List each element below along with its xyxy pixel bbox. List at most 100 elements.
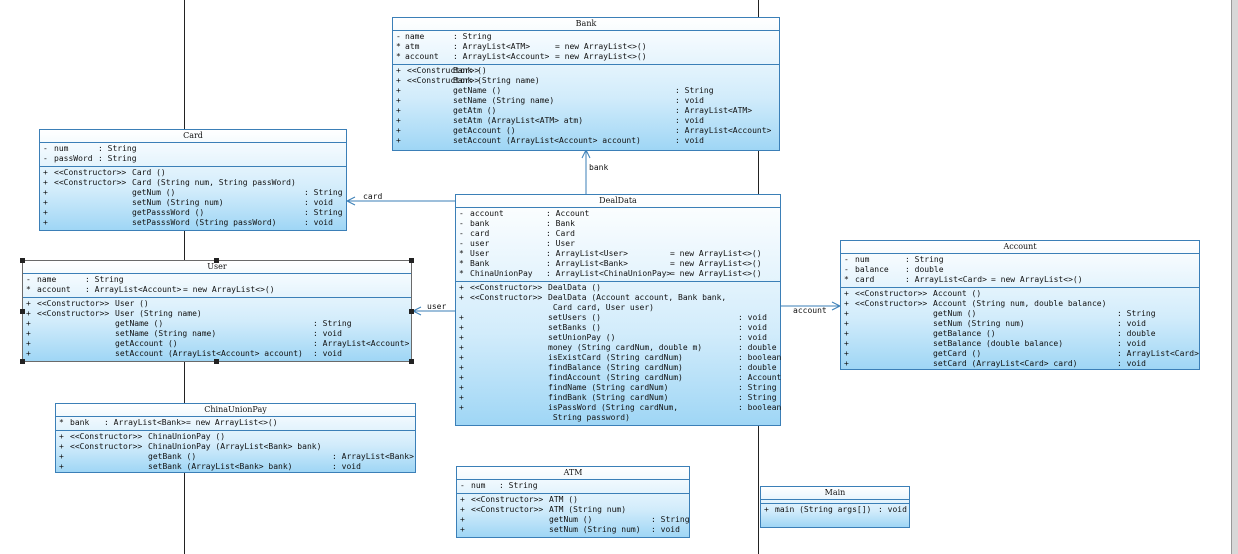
operation-row[interactable]: +setName (String name): void <box>23 329 411 339</box>
attribute-row[interactable]: -name: String <box>23 275 411 285</box>
selection-handle-ml[interactable] <box>20 309 25 314</box>
operation-row[interactable]: +setAccount (ArrayList<Account> account)… <box>23 349 411 359</box>
operation-row[interactable]: +getBank (): ArrayList<Bank> <box>56 452 415 462</box>
attribute-row[interactable]: -num: String <box>841 255 1199 265</box>
operation-row[interactable]: +<<Constructor>>DealData (Account accoun… <box>456 293 780 303</box>
attribute-row[interactable]: *account: ArrayList<Account>= new ArrayL… <box>23 285 411 295</box>
attribute-row[interactable]: -bank: Bank <box>456 219 780 229</box>
class-atm[interactable]: ATM-num: String+<<Constructor>>ATM ()+<<… <box>456 466 690 538</box>
operation-row[interactable]: +<<Constructor>>Card (String num, String… <box>40 178 346 188</box>
class-account[interactable]: Account-num: String-balance: double*card… <box>840 240 1200 370</box>
attribute-row[interactable]: -num: String <box>40 144 346 154</box>
operation-row[interactable]: +getBalance (): double <box>841 329 1199 339</box>
attribute-row[interactable]: -balance: double <box>841 265 1199 275</box>
operation-row[interactable]: +findBalance (String cardNum): double <box>456 363 780 373</box>
selection-handle-mr[interactable] <box>409 309 414 314</box>
operation-row[interactable]: +setNum (String num): void <box>457 525 689 535</box>
attribute-row[interactable]: -num: String <box>457 481 689 491</box>
operation-row[interactable]: +<<Constructor>>Card () <box>40 168 346 178</box>
selection-handle-br[interactable] <box>409 359 414 364</box>
attribute-row[interactable]: *card: ArrayList<Card>= new ArrayList<>(… <box>841 275 1199 285</box>
operation-cell: : void <box>651 525 680 534</box>
operation-row[interactable]: +<<Constructor>>ChinaUnionPay () <box>56 432 415 442</box>
attribute-row[interactable]: *User: ArrayList<User>= new ArrayList<>(… <box>456 249 780 259</box>
class-card[interactable]: Card-num: String-passWord: String+<<Cons… <box>39 129 347 231</box>
attribute-row[interactable]: -passWord: String <box>40 154 346 164</box>
class-user[interactable]: User-name: String*account: ArrayList<Acc… <box>22 260 412 362</box>
operation-row[interactable]: +<<Constructor>>ChinaUnionPay (ArrayList… <box>56 442 415 452</box>
operation-cell: + <box>460 525 465 534</box>
operation-row[interactable]: +<<Constructor>>ATM () <box>457 495 689 505</box>
operation-row[interactable]: +findBank (String cardNum): String <box>456 393 780 403</box>
class-main[interactable]: Main+main (String args[]): void <box>760 486 910 528</box>
operation-cell: : void <box>738 313 767 322</box>
operation-row[interactable]: +getAtm (): ArrayList<ATM> <box>393 106 779 116</box>
operation-row[interactable]: +setBank (ArrayList<Bank> bank): void <box>56 462 415 472</box>
operation-cell: setNum (String num) <box>132 198 224 207</box>
operation-row[interactable]: +findName (String cardNum): String <box>456 383 780 393</box>
operation-row[interactable]: +setNum (String num): void <box>40 198 346 208</box>
operation-row[interactable]: +getAccount (): ArrayList<Account> <box>393 126 779 136</box>
operation-row[interactable]: +<<Constructor>>Bank (String name) <box>393 76 779 86</box>
operation-row[interactable]: +getName (): String <box>23 319 411 329</box>
operation-row[interactable]: +setCard (ArrayList<Card> card): void <box>841 359 1199 369</box>
class-bank[interactable]: Bank-name: String*atm: ArrayList<ATM>= n… <box>392 17 780 151</box>
operation-row[interactable]: +<<Constructor>>Bank () <box>393 66 779 76</box>
operation-row[interactable]: +isExistCard (String cardNum): boolean <box>456 353 781 363</box>
operation-row[interactable]: +money (String cardNum, double m): doubl… <box>456 343 780 353</box>
attribute-row[interactable]: *ChinaUnionPay: ArrayList<ChinaUnionPay>… <box>456 269 780 279</box>
selection-handle-tr[interactable] <box>409 258 414 263</box>
attribute-row[interactable]: -user: User <box>456 239 780 249</box>
operation-row[interactable]: +setBalance (double balance): void <box>841 339 1199 349</box>
attribute-row[interactable]: -card: Card <box>456 229 780 239</box>
operation-row[interactable]: +<<Constructor>>ATM (String num) <box>457 505 689 515</box>
operation-row[interactable]: +isPassWord (String cardNum,: boolean <box>456 403 781 413</box>
attribute-row[interactable]: *Bank: ArrayList<Bank>= new ArrayList<>(… <box>456 259 780 269</box>
operation-row[interactable]: +<<Constructor>>Account () <box>841 289 1199 299</box>
operation-row[interactable]: +getCard (): ArrayList<Card> <box>841 349 1199 359</box>
attribute-row[interactable]: -name: String <box>393 32 779 42</box>
attribute-cell: - <box>459 229 464 238</box>
operation-row[interactable]: +getName (): String <box>393 86 779 96</box>
attribute-row[interactable]: *bank: ArrayList<Bank>= new ArrayList<>(… <box>56 418 415 428</box>
operation-row[interactable]: +<<Constructor>>Account (String num, dou… <box>841 299 1199 309</box>
operation-row[interactable]: +setBanks (): void <box>456 323 780 333</box>
selection-handle-bl[interactable] <box>20 359 25 364</box>
operation-row[interactable]: +main (String args[]): void <box>761 505 909 515</box>
attribute-cell: : String <box>98 154 137 163</box>
operation-row[interactable]: +<<Constructor>>User (String name) <box>23 309 411 319</box>
attribute-row[interactable]: *atm: ArrayList<ATM>= new ArrayList<>() <box>393 42 779 52</box>
operation-row[interactable]: +<<Constructor>>DealData () <box>456 283 780 293</box>
operation-row[interactable]: +getNum (): String <box>457 515 690 525</box>
operation-cell: setName (String name) <box>453 96 555 105</box>
operation-row[interactable]: +getNum (): String <box>841 309 1199 319</box>
operation-row[interactable]: +<<Constructor>>User () <box>23 299 411 309</box>
operation-row[interactable]: +setUsers (): void <box>456 313 780 323</box>
attributes-section: -num: String <box>457 480 689 494</box>
class-chinaunionpay[interactable]: ChinaUnionPay*bank: ArrayList<Bank>= new… <box>55 403 416 473</box>
operation-row[interactable]: Card card, User user) <box>456 303 780 313</box>
selection-handle-bm[interactable] <box>214 359 219 364</box>
operation-row[interactable]: +setUnionPay (): void <box>456 333 780 343</box>
attribute-row[interactable]: *account: ArrayList<Account>= new ArrayL… <box>393 52 779 62</box>
operation-row[interactable]: +setAccount (ArrayList<Account> account)… <box>393 136 779 146</box>
attribute-cell: balance <box>855 265 889 274</box>
operation-row[interactable]: +setNum (String num): void <box>841 319 1199 329</box>
operation-cell: Card () <box>132 168 166 177</box>
class-dealdata[interactable]: DealData-account: Account-bank: Bank-car… <box>455 194 781 426</box>
operation-row[interactable]: +getAccount (): ArrayList<Account> <box>23 339 411 349</box>
selection-handle-tm[interactable] <box>214 258 219 263</box>
operation-row[interactable]: +setName (String name): void <box>393 96 779 106</box>
attribute-row[interactable]: -account: Account <box>456 209 780 219</box>
operation-row[interactable]: +getNum (): String <box>40 188 346 198</box>
operation-row[interactable]: +setAtm (ArrayList<ATM> atm): void <box>393 116 779 126</box>
operation-row[interactable]: +getPasssWord (): String <box>40 208 346 218</box>
operation-cell: : double <box>738 343 777 352</box>
operation-row[interactable]: +setPasssWord (String passWord): void <box>40 218 346 228</box>
selection-handle-tl[interactable] <box>20 258 25 263</box>
attribute-cell: * <box>844 275 849 284</box>
operation-row[interactable]: +findAccount (String cardNum): Account <box>456 373 781 383</box>
attribute-cell: name <box>405 32 425 41</box>
operation-cell: <<Constructor>> <box>855 289 928 298</box>
operation-row[interactable]: String password) <box>456 413 780 423</box>
